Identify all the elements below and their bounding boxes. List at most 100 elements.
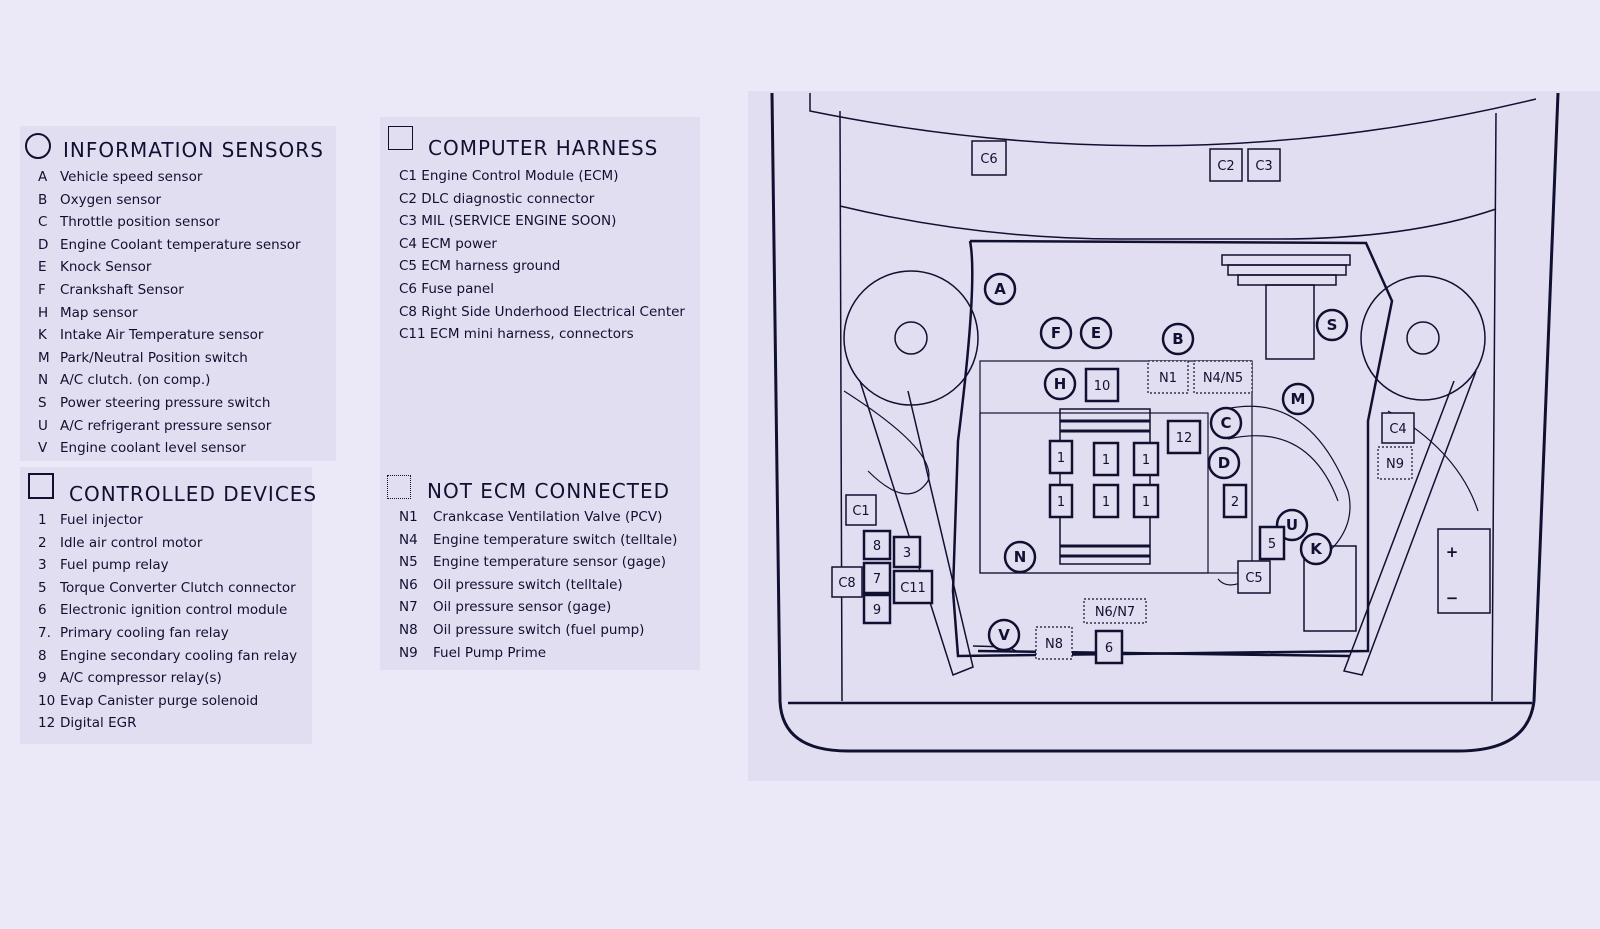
- sensor-marker-label: C: [1220, 414, 1231, 432]
- sensor-label: Map sensor: [60, 304, 138, 321]
- computer-harness-title: COMPUTER HARNESS: [428, 136, 659, 160]
- not-ecm-code: N7: [399, 599, 418, 616]
- not-ecm-marker-label: N8: [1045, 637, 1063, 652]
- component-c6-marker: C6: [971, 140, 1007, 176]
- harness-label: C2 DLC diagnostic connector: [399, 190, 595, 207]
- component-d7-marker: 7: [862, 561, 892, 595]
- component-marker-label: 1: [1057, 495, 1065, 510]
- harness-item: C1 Engine Control Module (ECM): [399, 165, 685, 188]
- not-ecm-marker-label: N6/N7: [1095, 605, 1135, 620]
- sensor-label: A/C clutch. (on comp.): [60, 372, 211, 389]
- device-label: Torque Converter Clutch connector: [60, 579, 296, 596]
- sensor-code: N: [38, 372, 49, 389]
- component-d9-marker: 9: [862, 593, 892, 625]
- device-item: 7. Primary cooling fan relay: [38, 622, 297, 645]
- sensor-code: A: [38, 169, 48, 185]
- not-ecm-n1-marker: N1: [1147, 360, 1189, 394]
- component-marker-label: C2: [1217, 159, 1234, 174]
- device-label: Digital EGR: [60, 715, 137, 732]
- sensor-marker-label: M: [1291, 390, 1306, 408]
- sensor-label: Intake Air Temperature sensor: [60, 327, 264, 344]
- harness-item: C6 Fuse panel: [399, 278, 685, 301]
- harness-item: C8 Right Side Underhood Electrical Cente…: [399, 301, 685, 324]
- sensor-code: U: [38, 417, 48, 434]
- device-item: 6 Electronic ignition control module: [38, 599, 297, 622]
- not-ecm-label: Crankcase Ventilation Valve (PCV): [433, 509, 663, 525]
- component-d5-marker: 5: [1258, 525, 1286, 561]
- component-marker-label: 6: [1105, 641, 1113, 656]
- sensor-item: U A/C refrigerant pressure sensor: [38, 415, 301, 438]
- component-d10-marker: 10: [1084, 367, 1120, 403]
- sensor-label: Power steering pressure switch: [60, 394, 271, 411]
- device-code: 12: [38, 715, 56, 732]
- component-d1e-marker: 1: [1092, 483, 1120, 519]
- controlled-devices-title: CONTROLLED DEVICES: [69, 482, 318, 506]
- sensor-label: Engine Coolant temperature sensor: [60, 236, 301, 253]
- device-label: Primary cooling fan relay: [60, 624, 229, 641]
- sensor-marker-label: K: [1310, 540, 1323, 558]
- device-item: 9 A/C compressor relay(s): [38, 667, 297, 690]
- device-code: 2: [38, 534, 47, 551]
- component-marker-label: 1: [1102, 495, 1110, 510]
- sensor-label: A/C refrigerant pressure sensor: [60, 417, 272, 434]
- device-code: 9: [38, 670, 47, 687]
- sensor-label: Crankshaft Sensor: [60, 281, 184, 298]
- device-code: 6: [38, 602, 47, 619]
- sensor-code: H: [38, 304, 49, 321]
- not-ecm-code: N4: [399, 531, 418, 548]
- component-marker-label: C8: [838, 576, 855, 591]
- component-d1d-marker: 1: [1048, 483, 1074, 519]
- dotted-square-symbol-icon: [387, 475, 411, 499]
- device-label: Electronic ignition control module: [60, 602, 288, 619]
- sensor-d-marker: D: [1207, 446, 1241, 480]
- not-ecm-label: Fuel Pump Prime: [433, 644, 547, 661]
- component-marker-label: 2: [1231, 495, 1239, 510]
- not-ecm-label: Oil pressure sensor (gage): [433, 599, 612, 616]
- device-label: Fuel pump relay: [60, 557, 169, 574]
- sensor-code: V: [38, 440, 48, 457]
- component-c1-marker: C1: [845, 494, 877, 526]
- sensor-c-marker: C: [1209, 406, 1243, 440]
- component-marker-label: 1: [1142, 453, 1150, 468]
- not-ecm-n9-marker: N9: [1377, 446, 1413, 480]
- sensor-h-marker: H: [1043, 367, 1077, 401]
- sensor-b-marker: B: [1161, 322, 1195, 356]
- component-marker-label: 3: [903, 546, 911, 561]
- sensor-k-marker: K: [1299, 532, 1333, 566]
- device-label: Engine secondary cooling fan relay: [60, 647, 298, 664]
- not-ecm-code: N8: [399, 621, 418, 638]
- not-ecm-marker-label: N4/N5: [1203, 371, 1243, 386]
- device-code: 1: [38, 512, 47, 528]
- sensor-marker-label: B: [1172, 330, 1183, 348]
- sensor-code: C: [38, 214, 48, 231]
- harness-label: C5 ECM harness ground: [399, 258, 561, 275]
- component-d12-marker: 12: [1166, 419, 1202, 455]
- battery-minus-icon: −: [1446, 589, 1459, 607]
- sensor-item: C Throttle position sensor: [38, 211, 301, 234]
- not-ecm-code: N5: [399, 554, 418, 571]
- component-marker-label: C4: [1389, 422, 1406, 437]
- component-d3-marker: 3: [892, 535, 922, 569]
- battery-plus-icon: +: [1446, 543, 1459, 561]
- sensor-label: Throttle position sensor: [60, 214, 220, 231]
- not-ecm-label: Engine temperature sensor (gage): [433, 554, 666, 571]
- sensor-v-marker: V: [987, 618, 1021, 652]
- device-label: A/C compressor relay(s): [60, 670, 222, 687]
- device-code: 7.: [38, 624, 51, 641]
- sensor-marker-label: U: [1286, 516, 1298, 534]
